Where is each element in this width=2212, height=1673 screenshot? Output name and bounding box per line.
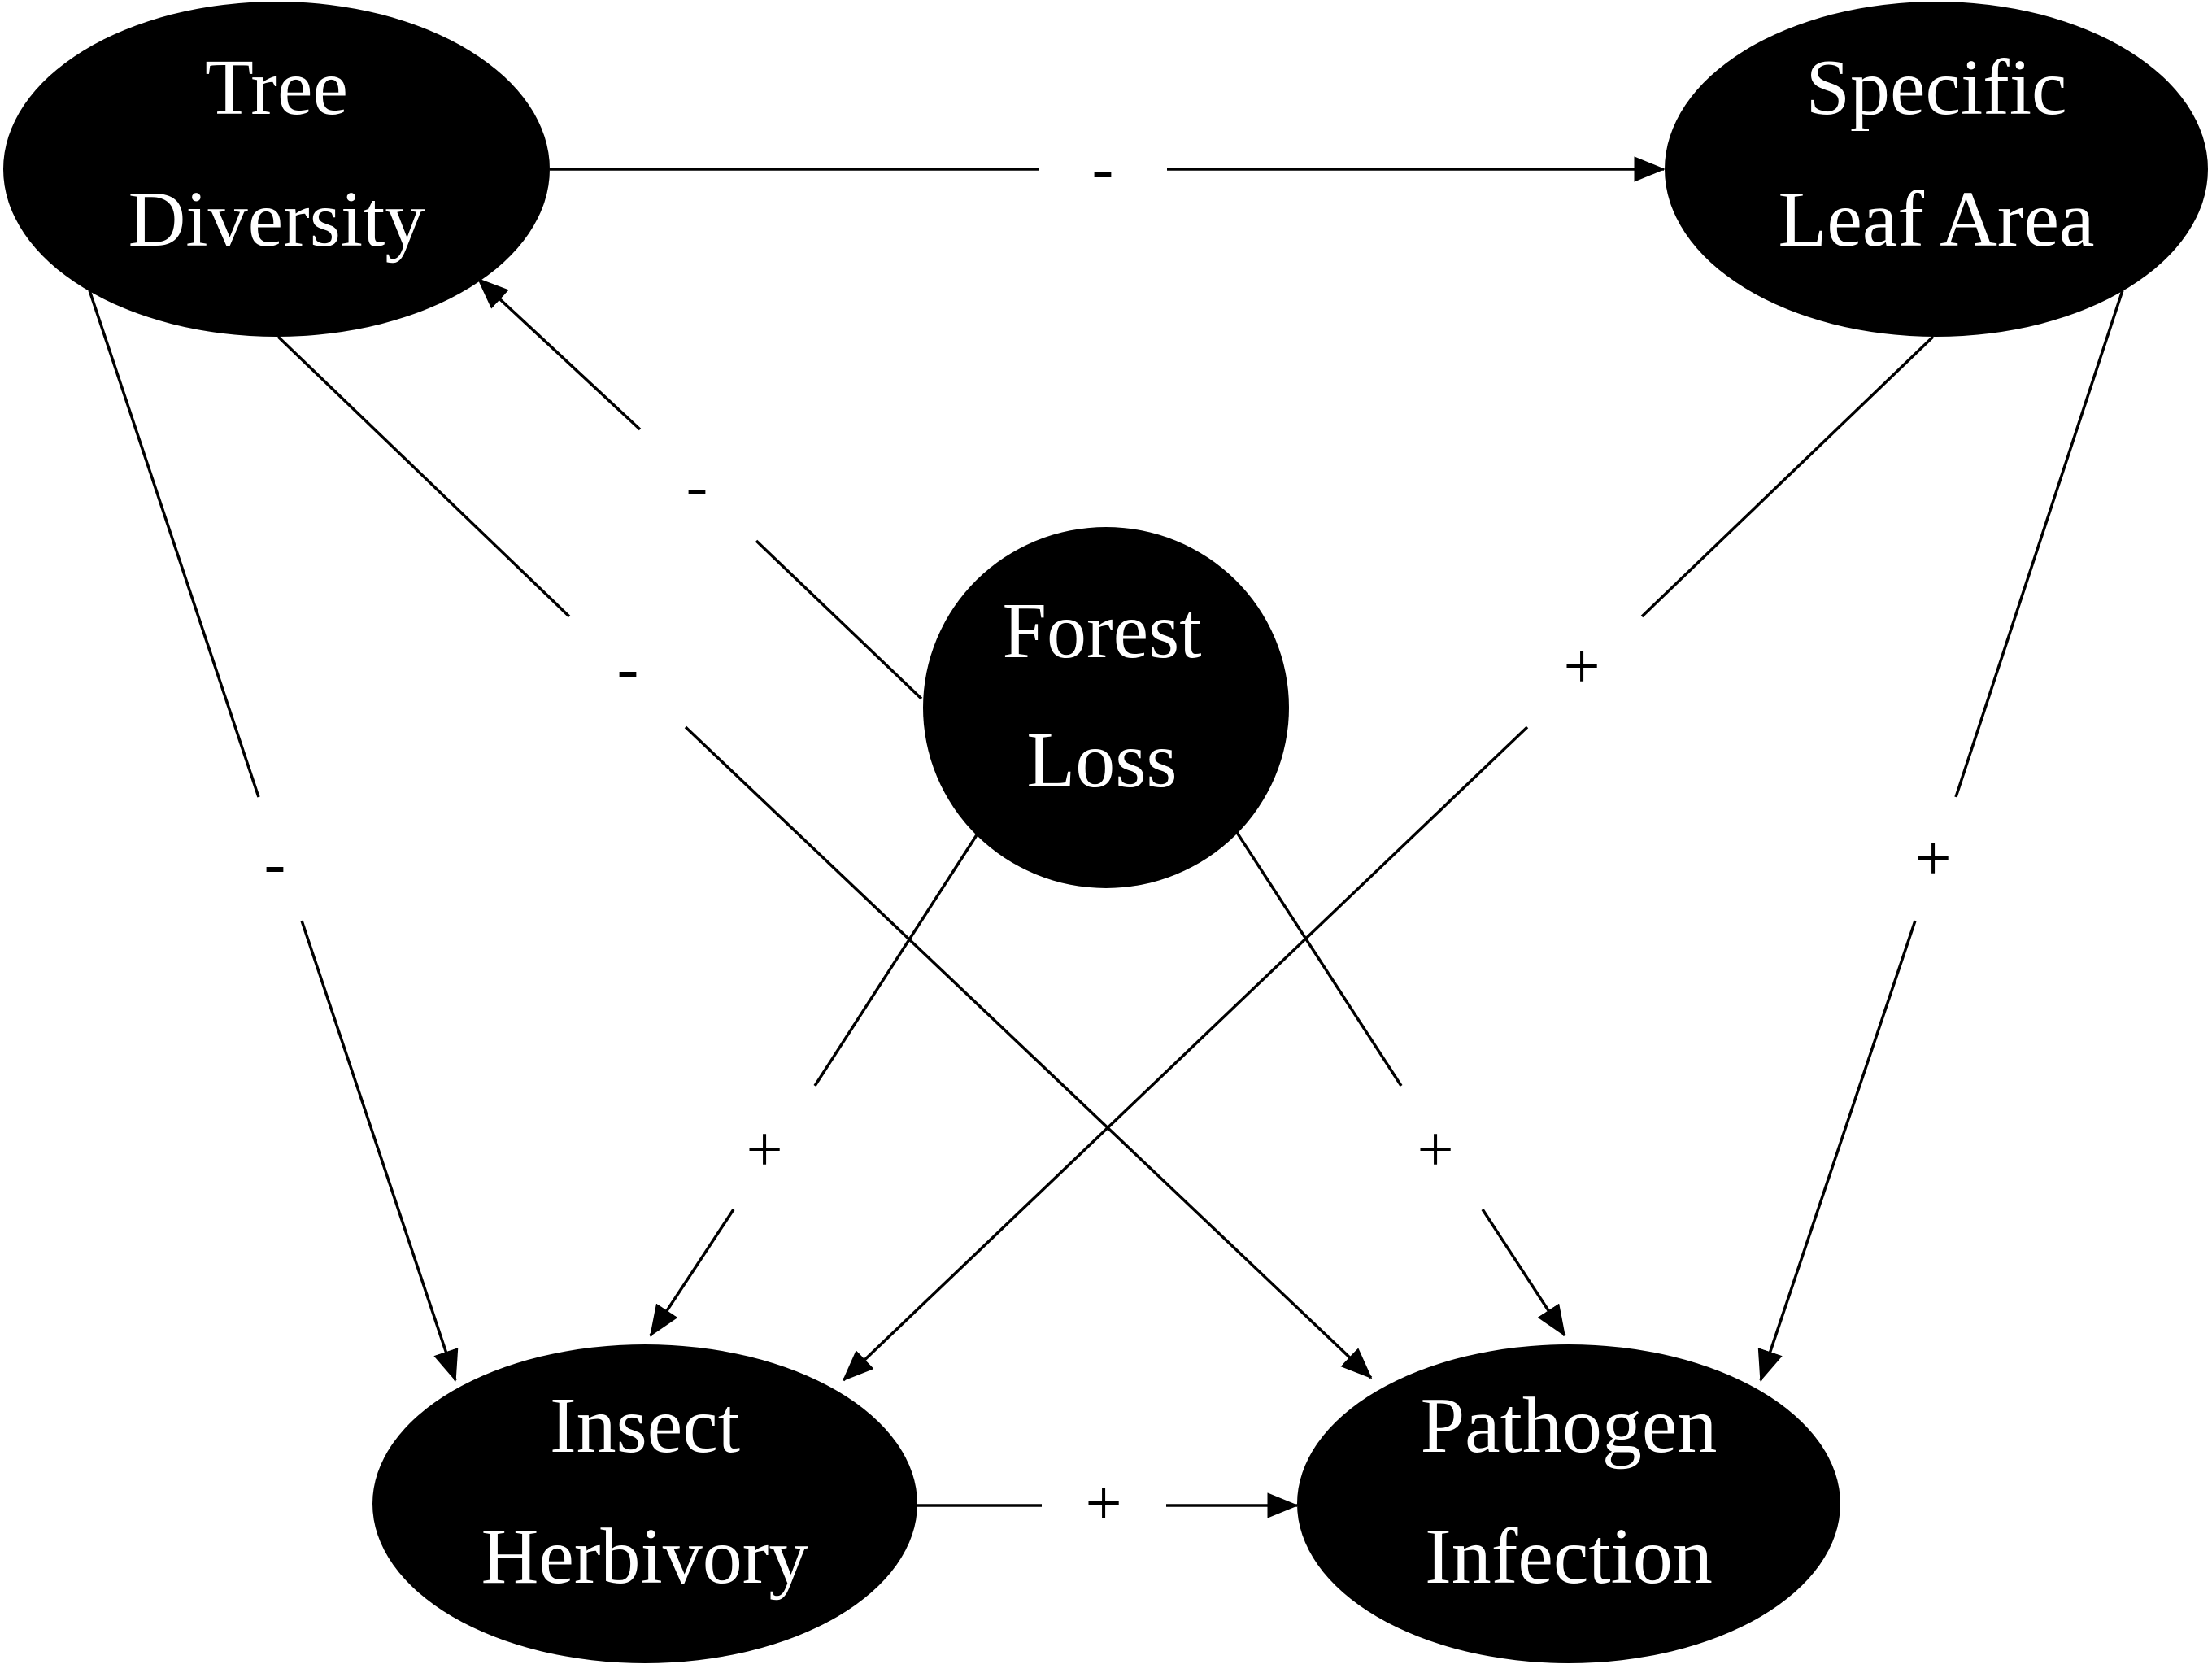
edge-sign-label: + xyxy=(746,1114,782,1186)
edge-sign-label: + xyxy=(1563,631,1600,703)
edge-line-segment xyxy=(276,335,571,618)
edge-insect-herbivory-to-pathogen-infection: + xyxy=(917,1468,1299,1540)
node-label-line: Insect xyxy=(550,1382,740,1470)
node-specific-leaf-area: Specific Leaf Area xyxy=(1665,2,2208,337)
edge-line-segment xyxy=(813,830,981,1087)
edge-line-segment xyxy=(684,725,1373,1379)
node-label-line: Diversity xyxy=(128,176,425,264)
edge-specific-leaf-area-to-insect-herbivory: + xyxy=(842,335,1935,1382)
edge-line-segment xyxy=(1640,335,1935,618)
edge-forest-loss-to-tree-diversity: - xyxy=(477,277,923,700)
edge-line-segment xyxy=(477,277,642,431)
node-ellipse xyxy=(372,1344,917,1663)
node-ellipse xyxy=(3,2,550,337)
node-tree-diversity: Tree Diversity xyxy=(3,2,550,337)
edge-forest-loss-to-pathogen-infection: + xyxy=(1234,830,1566,1337)
node-ellipse xyxy=(1665,2,2208,337)
node-label-line: Leaf Area xyxy=(1779,176,2095,264)
node-pathogen-infection: Pathogen Infection xyxy=(1297,1344,1840,1663)
node-label-line: Herbivory xyxy=(481,1513,809,1601)
edge-sign-label: + xyxy=(1914,823,1951,895)
edge-line-segment xyxy=(755,539,923,700)
node-ellipse xyxy=(1297,1344,1840,1663)
node-label-line: Loss xyxy=(1026,717,1177,804)
node-label-line: Forest xyxy=(1003,587,1202,675)
edge-sign-label: - xyxy=(686,451,708,522)
edge-forest-loss-to-insect-herbivory: + xyxy=(649,830,981,1337)
edge-sign-label: + xyxy=(1417,1114,1453,1186)
edge-line-segment xyxy=(1954,290,2124,798)
edge-tree-diversity-to-insect-herbivory: - xyxy=(88,290,459,1382)
edge-tree-diversity-to-specific-leaf-area: - xyxy=(550,133,1666,205)
node-forest-loss: Forest Loss xyxy=(923,527,1289,888)
edge-sign-label: - xyxy=(1092,133,1114,205)
node-label-line: Pathogen xyxy=(1421,1382,1718,1470)
edge-sign-label: - xyxy=(264,828,286,900)
edge-line-segment xyxy=(1234,830,1403,1087)
node-ellipse xyxy=(923,527,1289,888)
node-label-line: Infection xyxy=(1425,1513,1713,1601)
edge-line-segment xyxy=(1757,920,1917,1382)
edge-sign-label: + xyxy=(1085,1468,1121,1540)
node-label-line: Tree xyxy=(205,44,348,132)
edge-line-segment xyxy=(842,725,1529,1382)
edge-sign-label: - xyxy=(617,633,639,704)
edge-tree-diversity-to-pathogen-infection: - xyxy=(276,335,1373,1379)
node-insect-herbivory: Insect Herbivory xyxy=(372,1344,917,1663)
edge-line-segment xyxy=(300,920,459,1382)
edge-specific-leaf-area-to-pathogen-infection: + xyxy=(1757,290,2124,1382)
edge-line-segment xyxy=(88,290,260,798)
node-label-line: Specific xyxy=(1805,44,2066,132)
edge-line-segment xyxy=(1481,1209,1566,1337)
edge-line-segment xyxy=(649,1209,735,1337)
